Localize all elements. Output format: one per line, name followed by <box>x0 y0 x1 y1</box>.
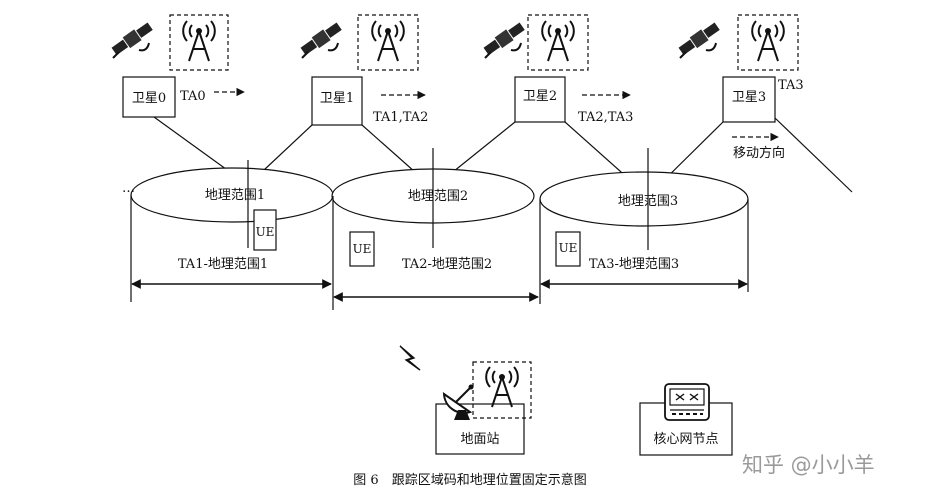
satellite-label: 卫星3 <box>732 90 766 105</box>
area-label-1: 地理范围1 <box>205 188 265 203</box>
dish-icon <box>442 384 474 420</box>
satellite-icon <box>110 21 154 59</box>
ellipsis-mark: … <box>122 181 135 196</box>
ue-device-2 <box>349 231 375 267</box>
figure-caption: 图 6 跟踪区域码和地理位置固定示意图 <box>353 472 586 488</box>
ta-label: TA0 <box>180 89 206 104</box>
ta-span-label-3: TA3-地理范围3 <box>589 257 679 272</box>
antenna-frame <box>169 14 229 71</box>
satellite-label: 卫星2 <box>523 89 557 104</box>
ue-device-1 <box>253 209 277 251</box>
antenna-frame <box>472 361 532 419</box>
satellite-box <box>311 76 363 126</box>
ground-station-label: 地面站 <box>460 432 499 447</box>
satellite-icon <box>677 21 721 59</box>
satellite-box <box>122 76 176 118</box>
ta-span-label-1: TA1-地理范围1 <box>178 257 268 272</box>
lightning-icon <box>399 345 421 371</box>
ue-label: UE <box>353 242 372 256</box>
antenna-frame <box>527 14 589 71</box>
ta-label: TA2,TA3 <box>578 110 633 125</box>
satellite-icon <box>482 21 526 59</box>
satellite-icon <box>299 21 343 59</box>
satellite-group-3: 卫星3 TA3 移动方向 <box>677 14 804 161</box>
ue-label: UE <box>559 241 578 255</box>
ta-label: TA3 <box>778 78 804 93</box>
ground-station-box <box>435 403 525 455</box>
ue-device-3 <box>555 231 581 267</box>
switch-icon <box>664 383 710 421</box>
core-node-group: 核心网节点 <box>639 383 733 456</box>
satellite-group-1: 卫星1 TA1,TA2 <box>299 14 428 126</box>
range-dimensions <box>130 195 749 310</box>
antenna-frame <box>357 14 419 71</box>
antenna-tower-icon <box>541 20 575 62</box>
watermark: 知乎 @小小羊 <box>742 453 875 477</box>
antenna-tower-icon <box>485 366 519 408</box>
area-label-2: 地理范围2 <box>408 189 468 204</box>
satellite-group-2: 卫星2 TA2,TA3 <box>482 14 633 125</box>
ta-span-label-2: TA2-地理范围2 <box>402 257 492 272</box>
ground-station-group: 地面站 <box>399 345 532 455</box>
satellite-box <box>514 76 566 123</box>
antenna-tower-icon <box>182 20 216 62</box>
antenna-frame <box>737 14 799 71</box>
ta-label: TA1,TA2 <box>373 110 428 125</box>
core-node-label: 核心网节点 <box>653 432 718 447</box>
antenna-tower-icon <box>751 20 785 62</box>
ue-label: UE <box>256 225 275 239</box>
move-direction-label: 移动方向 <box>733 145 785 161</box>
satellite-group-0: 卫星0 TA0 <box>110 14 245 118</box>
satellite-label: 卫星0 <box>132 91 166 106</box>
satellite-label: 卫星1 <box>320 91 354 106</box>
satellite-box <box>722 76 776 123</box>
area-label-3: 地理范围3 <box>618 194 678 209</box>
antenna-tower-icon <box>371 20 405 62</box>
